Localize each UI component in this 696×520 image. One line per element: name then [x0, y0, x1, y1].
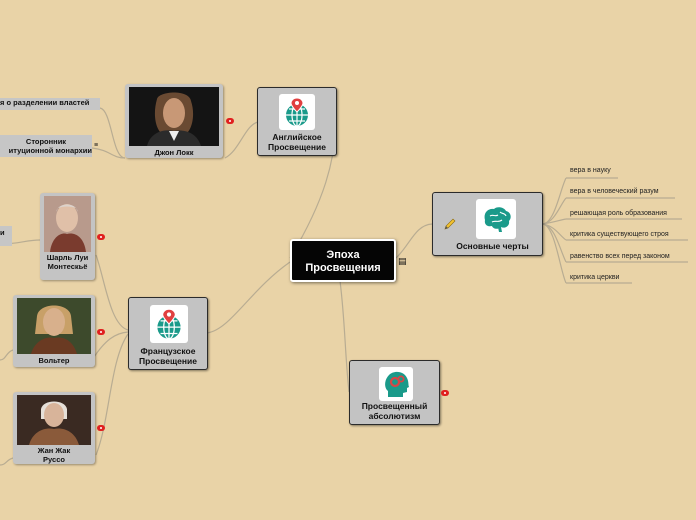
- pencil-icon: [443, 217, 457, 231]
- brain-icon: [476, 199, 516, 239]
- locke-card[interactable]: Джон Локк: [125, 84, 223, 158]
- main-features-node[interactable]: Основные черты: [432, 192, 543, 256]
- attachment-badge[interactable]: [97, 329, 105, 335]
- attachment-badge[interactable]: [441, 390, 449, 396]
- montesquieu-child-node[interactable]: и: [0, 226, 12, 246]
- french-enlightenment-title: Французское Просвещение: [129, 346, 207, 366]
- feature-item[interactable]: критика церкви: [570, 273, 619, 282]
- montesquieu-portrait: [44, 196, 91, 252]
- feature-item[interactable]: вера в человеческий разум: [570, 187, 659, 196]
- rousseau-card[interactable]: Жан Жак Руссо: [13, 392, 95, 464]
- feature-item[interactable]: равенство всех перед законом: [570, 252, 670, 261]
- rousseau-portrait: [17, 395, 91, 445]
- supporter-line1: Сторонник: [0, 135, 92, 146]
- feature-item[interactable]: критика существующего строя: [570, 230, 669, 239]
- supporter-line2: итуционной монархии: [0, 146, 92, 155]
- separation-of-powers-node[interactable]: я о разделении властей: [0, 98, 100, 110]
- enlightened-absolutism-title: Просвещенный абсолютизм: [350, 401, 439, 421]
- feature-item[interactable]: решающая роль образования: [570, 209, 667, 218]
- root-title: Эпоха Просвещения: [300, 249, 386, 275]
- notes-icon[interactable]: ≡: [94, 141, 98, 150]
- voltaire-card[interactable]: Вольтер: [13, 295, 95, 367]
- supporter-node[interactable]: Сторонник итуционной монархии: [0, 135, 92, 157]
- voltaire-portrait: [17, 298, 91, 354]
- root-node[interactable]: Эпоха Просвещения: [290, 239, 396, 282]
- montesquieu-name: Шарль Луи Монтескьё: [43, 253, 92, 271]
- english-enlightenment-title: Английское Просвещение: [258, 132, 336, 152]
- attachment-badge[interactable]: [97, 425, 105, 431]
- enlightened-absolutism-node[interactable]: Просвещенный абсолютизм: [349, 360, 440, 425]
- french-enlightenment-node[interactable]: Французское Просвещение: [128, 297, 208, 370]
- globe-pin-icon: [279, 94, 315, 130]
- notes-icon[interactable]: ▤: [398, 257, 407, 266]
- main-features-title: Основные черты: [443, 241, 542, 251]
- locke-name: Джон Локк: [125, 148, 223, 157]
- globe-pin-icon: [150, 305, 188, 343]
- attachment-badge[interactable]: [97, 234, 105, 240]
- locke-portrait: [129, 87, 219, 146]
- head-gears-icon: [379, 367, 413, 401]
- rousseau-name: Жан Жак Руссо: [27, 446, 81, 464]
- english-enlightenment-node[interactable]: Английское Просвещение: [257, 87, 337, 156]
- attachment-badge[interactable]: [226, 118, 234, 124]
- feature-item[interactable]: вера в науку: [570, 166, 611, 175]
- voltaire-name: Вольтер: [13, 356, 95, 365]
- montesquieu-card[interactable]: Шарль Луи Монтескьё: [40, 193, 95, 280]
